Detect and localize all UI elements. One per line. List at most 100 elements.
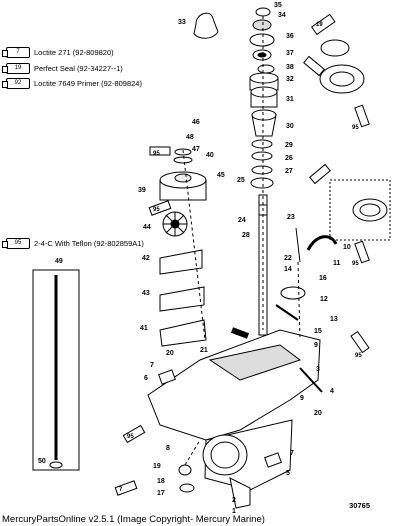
part-number: 47 [192, 146, 200, 153]
legend-text: Perfect Seal (92-34227--1) [34, 64, 123, 73]
part-number: 6 [144, 375, 148, 382]
anode-6-shape [158, 369, 176, 385]
tube-code-label: 19 [316, 22, 323, 28]
part-number: 44 [143, 224, 151, 231]
part-number: 25 [237, 177, 245, 184]
part-number: 30 [286, 123, 294, 130]
part-number: 13 [330, 316, 338, 323]
part-number: 20 [166, 350, 174, 357]
skeg-shape [229, 477, 251, 509]
part-number: 16 [319, 275, 327, 282]
part-number: 22 [284, 255, 292, 262]
legend-text: Loctite 7649 Primer (92-809824) [34, 79, 142, 88]
part-number: 2 [232, 497, 236, 504]
seal-right-upper [320, 39, 350, 57]
part-12-shape [280, 286, 306, 300]
part-number: 39 [138, 187, 146, 194]
tube-code-label: 7 [119, 487, 123, 493]
part-number: 32 [286, 76, 294, 83]
part-number: 20 [314, 410, 322, 417]
tube-code-label: 95 [355, 353, 362, 359]
part-number: 28 [242, 232, 250, 239]
part-number: 15 [314, 328, 322, 335]
tube-code-label: 95 [127, 434, 134, 440]
part-number: 18 [157, 478, 165, 485]
sealant-tube-icon [354, 240, 370, 264]
gasket-41-shape [159, 319, 207, 347]
part-35-shape [255, 7, 271, 17]
part-37-hole [257, 52, 267, 58]
part-26-shape [251, 151, 273, 161]
part-number: 12 [320, 296, 328, 303]
part-27-shape [251, 165, 273, 175]
legend-item-perfect-seal: 19 Perfect Seal (92-34227--1) [2, 63, 123, 74]
part-number: 29 [285, 142, 293, 149]
sealant-tube-icon: 95 [2, 238, 30, 249]
part-19-shape [178, 464, 192, 476]
part-number: 36 [286, 33, 294, 40]
part-18-shape [179, 483, 195, 493]
legend-item-loctite-271: 7 Loctite 271 (92-809820) [2, 47, 114, 58]
part-25-shape [250, 177, 274, 189]
part-29-shape [251, 139, 273, 149]
part-number: 9 [300, 395, 304, 402]
sealant-tube-icon [354, 104, 370, 128]
part-number: 8 [166, 445, 170, 452]
part-number: 50 [38, 458, 46, 465]
tube-code-label: 95 [153, 151, 160, 157]
part-number: 7 [150, 362, 154, 369]
part-number: 27 [285, 168, 293, 175]
part-number: 31 [286, 96, 294, 103]
part-number: 4 [330, 388, 334, 395]
sealant-tube-icon [148, 200, 172, 216]
part-number: 19 [153, 463, 161, 470]
sealant-tube-icon [122, 424, 146, 444]
gasket-42-shape [159, 249, 203, 275]
part-number: 9 [314, 342, 318, 349]
sealant-tube-icon: 19 [2, 63, 30, 74]
anode-5-shape [264, 452, 282, 468]
part-number: 26 [285, 155, 293, 162]
part-number: 48 [186, 134, 194, 141]
tube-code-label: 95 [352, 125, 359, 131]
part-number: 45 [217, 172, 225, 179]
cap-33-shape [193, 12, 219, 39]
legend-item-2-4-c: 95 2-4-C With Teflon (92-802859A1) [2, 238, 144, 249]
part-number: 43 [142, 290, 150, 297]
sealant-tube-icon [309, 163, 331, 185]
part-number: 37 [286, 50, 294, 57]
part-50-shape [49, 461, 63, 469]
part-number: 7 [290, 450, 294, 457]
part-number: 23 [287, 214, 295, 221]
gear-housing-shape [147, 329, 321, 441]
sealant-tube-icon [350, 330, 370, 354]
sealant-tube-icon [310, 13, 336, 36]
tube-code-label: 95 [352, 261, 359, 267]
sealant-tube-icon [303, 55, 325, 77]
part-number: 42 [142, 255, 150, 262]
part-47-shape [173, 156, 193, 164]
tube-code-label: 95 [153, 207, 160, 213]
part-number: 5 [286, 470, 290, 477]
part-number: 46 [192, 119, 200, 126]
part-36-shape [249, 33, 275, 47]
sealant-tube-icon [114, 480, 138, 496]
diagram-id: 30765 [349, 501, 370, 510]
legend-text: 2-4-C With Teflon (92-802859A1) [34, 239, 144, 248]
sealant-tube-icon: 7 [2, 47, 30, 58]
part-number: 14 [284, 266, 292, 273]
copyright-footer: MercuryPartsOnline v2.5.1 (Image Copyrig… [2, 514, 265, 525]
legend-text: Loctite 271 (92-809820) [34, 48, 114, 57]
plate-43-shape [159, 286, 205, 312]
part-number: 10 [343, 244, 351, 251]
part-number: 41 [140, 325, 148, 332]
part-number: 49 [55, 258, 63, 265]
part-number: 40 [206, 152, 214, 159]
part-number: 34 [278, 12, 286, 19]
part-38-shape [257, 64, 275, 74]
part-number: 38 [286, 64, 294, 71]
part-number: 1 [232, 508, 236, 515]
part-number: 33 [178, 19, 186, 26]
